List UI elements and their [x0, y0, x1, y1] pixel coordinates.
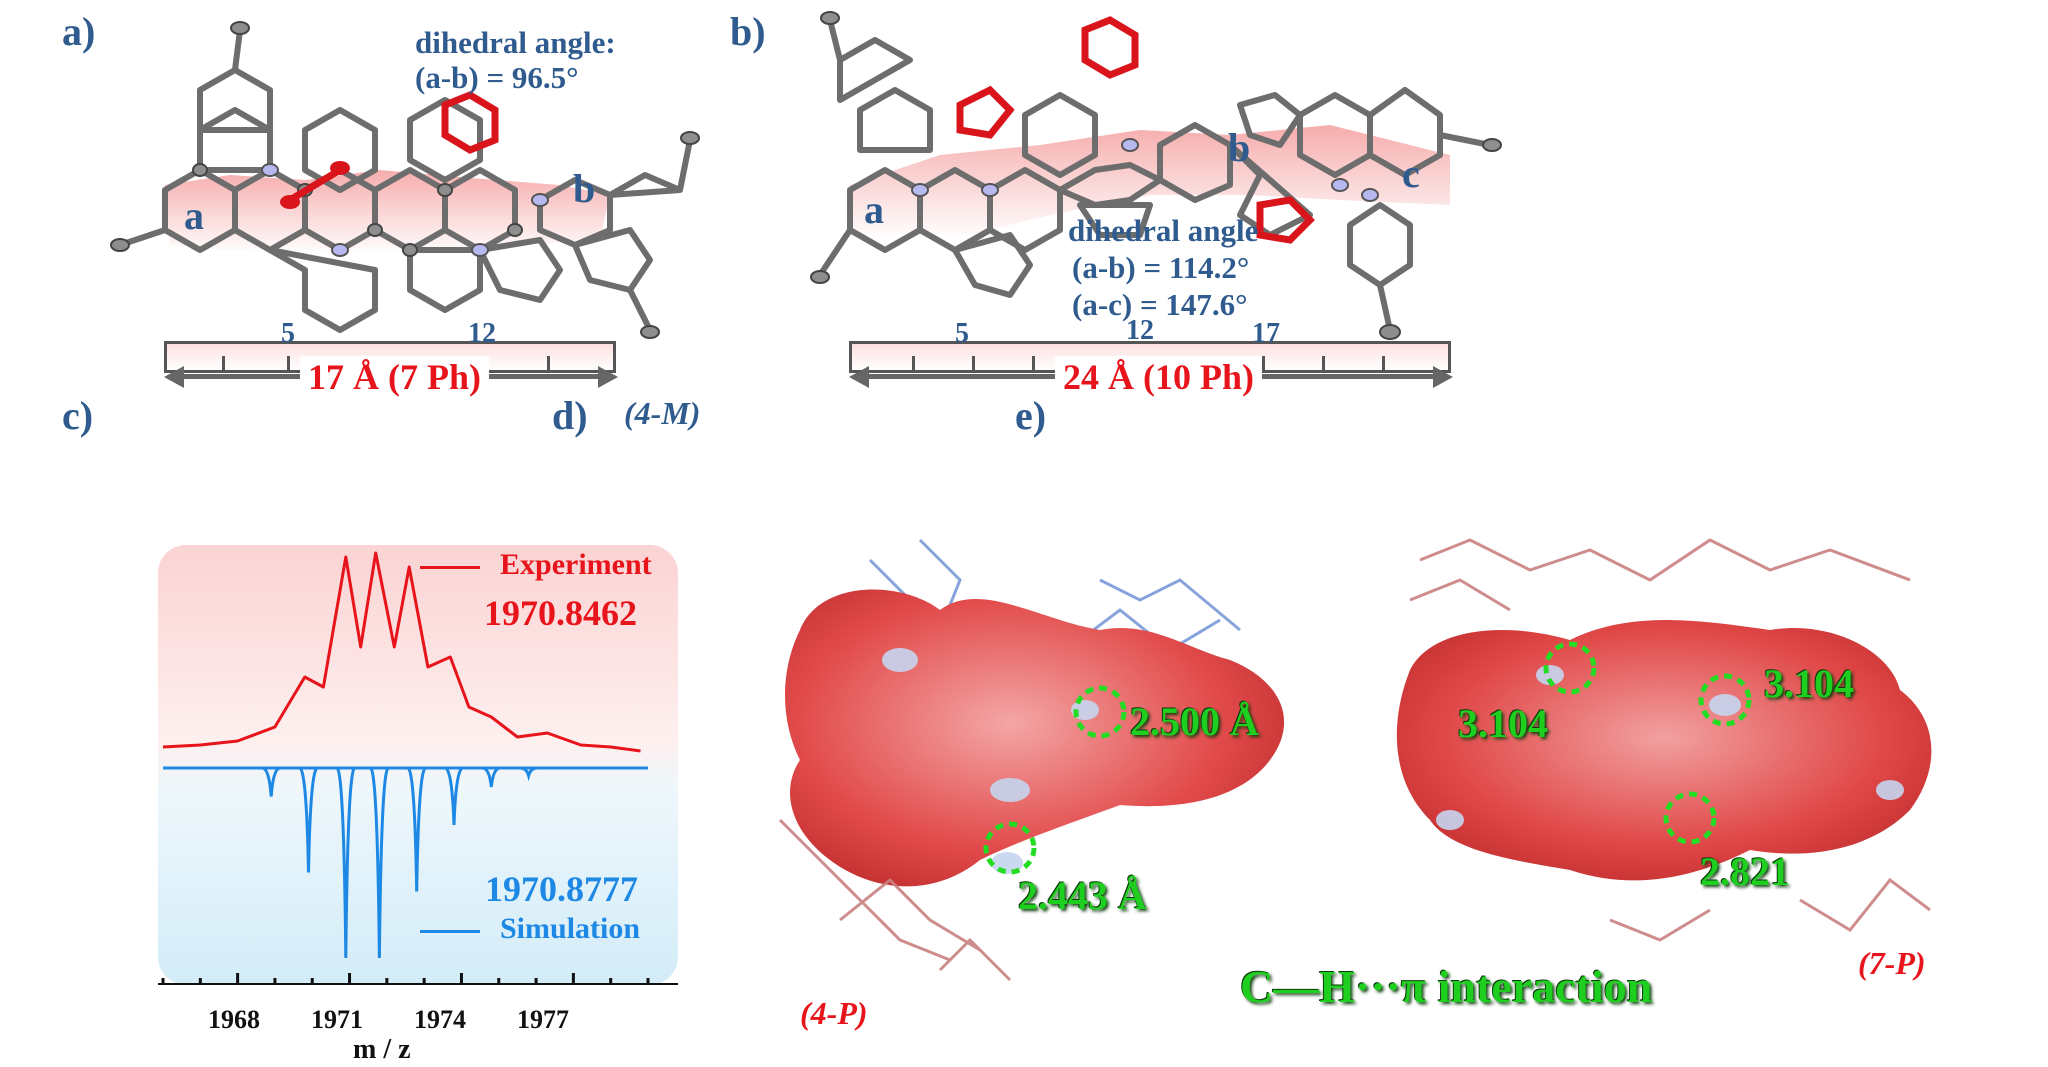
legend-simulation-label: Simulation — [500, 912, 641, 945]
ring-label-b-panel-a: b — [573, 166, 596, 211]
legend-simulation-line — [420, 930, 480, 933]
molecule-e-surface — [1396, 538, 1932, 942]
distance-2821: 2.821 — [1700, 849, 1790, 894]
ms-x-axis — [158, 973, 678, 985]
legend-experiment-line — [420, 566, 480, 569]
ruler-a-tick-12: 12 — [468, 318, 496, 349]
arrow-head-right-b — [1433, 366, 1453, 388]
distance-3104-left: 3.104 — [1458, 701, 1548, 746]
dihedral-title-a: dihedral angle: — [415, 25, 616, 60]
ms-chart — [158, 551, 678, 985]
panel-label-b: b) — [730, 9, 766, 54]
ruler-b-tick-12: 12 — [1126, 315, 1154, 346]
tag-4P: (4-P) — [800, 995, 868, 1031]
panel-label-c: c) — [62, 393, 94, 438]
ring-label-b-panel-b: b — [1228, 125, 1251, 170]
simulation-peak — [406, 766, 428, 892]
experiment-mass-value: 1970.8462 — [484, 593, 637, 633]
distance-2500: 2.500 Å — [1130, 699, 1259, 744]
ruler-b-tick-5: 5 — [955, 318, 969, 349]
x-tick-1974: 1974 — [414, 1005, 466, 1034]
length-label-a: 17 Å (7 Ph) — [300, 356, 489, 398]
interaction-label: C—H···π interaction — [1240, 961, 1653, 1012]
panel-label-a: a) — [62, 9, 96, 54]
ruler-a-tick-5: 5 — [281, 318, 295, 349]
x-axis-label: m / z — [353, 1034, 411, 1065]
molecule-d-surface — [778, 538, 1285, 982]
tag-4M: (4-M) — [624, 395, 701, 431]
simulation-peak — [335, 766, 357, 959]
tag-7P: (7-P) — [1858, 945, 1926, 981]
dihedral-ac-b: (a-c) = 147.6° — [1072, 287, 1248, 322]
simulation-peak — [368, 766, 390, 959]
simulation-series — [261, 766, 538, 959]
x-tick-1968: 1968 — [208, 1005, 260, 1034]
simulation-peak — [298, 766, 319, 873]
molecule-b-structure — [810, 11, 1502, 340]
experiment-trace — [162, 551, 641, 753]
dihedral-ab-a: (a-b) = 96.5° — [415, 60, 579, 95]
x-tick-1971: 1971 — [311, 1005, 363, 1034]
molecule-a-structure — [110, 21, 700, 339]
experiment-series — [162, 551, 641, 753]
simulation-peak — [482, 766, 501, 788]
arrow-head-left-b — [849, 366, 869, 388]
distance-3104-right: 3.104 — [1764, 661, 1854, 706]
simulation-mass-value: 1970.8777 — [485, 869, 638, 909]
simulation-peak — [261, 766, 281, 797]
ruler-b-tick-17: 17 — [1252, 318, 1280, 349]
ring-label-a-panel-a: a — [184, 193, 204, 238]
panel-label-e: e) — [1015, 393, 1047, 438]
length-label-b: 24 Å (10 Ph) — [1055, 356, 1262, 398]
arrow-head-right-a — [598, 366, 618, 388]
dihedral-title-b: dihedral angle — [1068, 213, 1259, 248]
arrow-head-left-a — [164, 366, 184, 388]
dihedral-ab-b: (a-b) = 114.2° — [1072, 250, 1250, 285]
x-tick-1977: 1977 — [517, 1005, 569, 1034]
legend-experiment-label: Experiment — [500, 548, 652, 581]
panel-label-d: d) — [552, 393, 588, 438]
simulation-peak — [444, 766, 464, 826]
ring-label-a-panel-b: a — [864, 187, 884, 232]
ring-label-c-panel-b: c — [1402, 151, 1420, 196]
distance-2443: 2.443 Å — [1018, 873, 1147, 918]
